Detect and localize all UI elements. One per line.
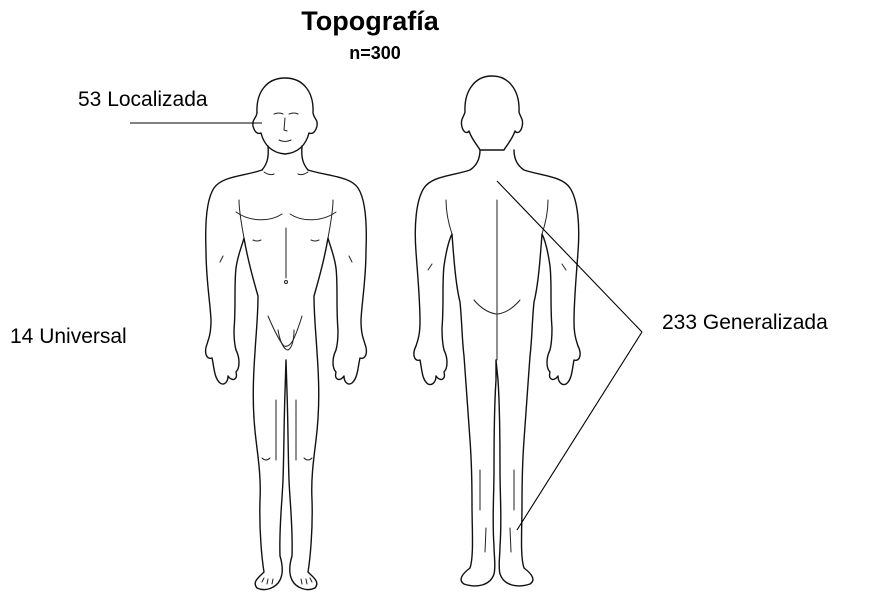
front-head [253,78,317,154]
leader-generalized-lower [517,332,642,530]
front-body-figure [206,78,367,590]
leader-lines [130,123,642,530]
back-body-figure [414,76,580,586]
front-neck [262,146,308,170]
leader-generalized-upper [497,181,642,332]
back-head [461,76,522,150]
